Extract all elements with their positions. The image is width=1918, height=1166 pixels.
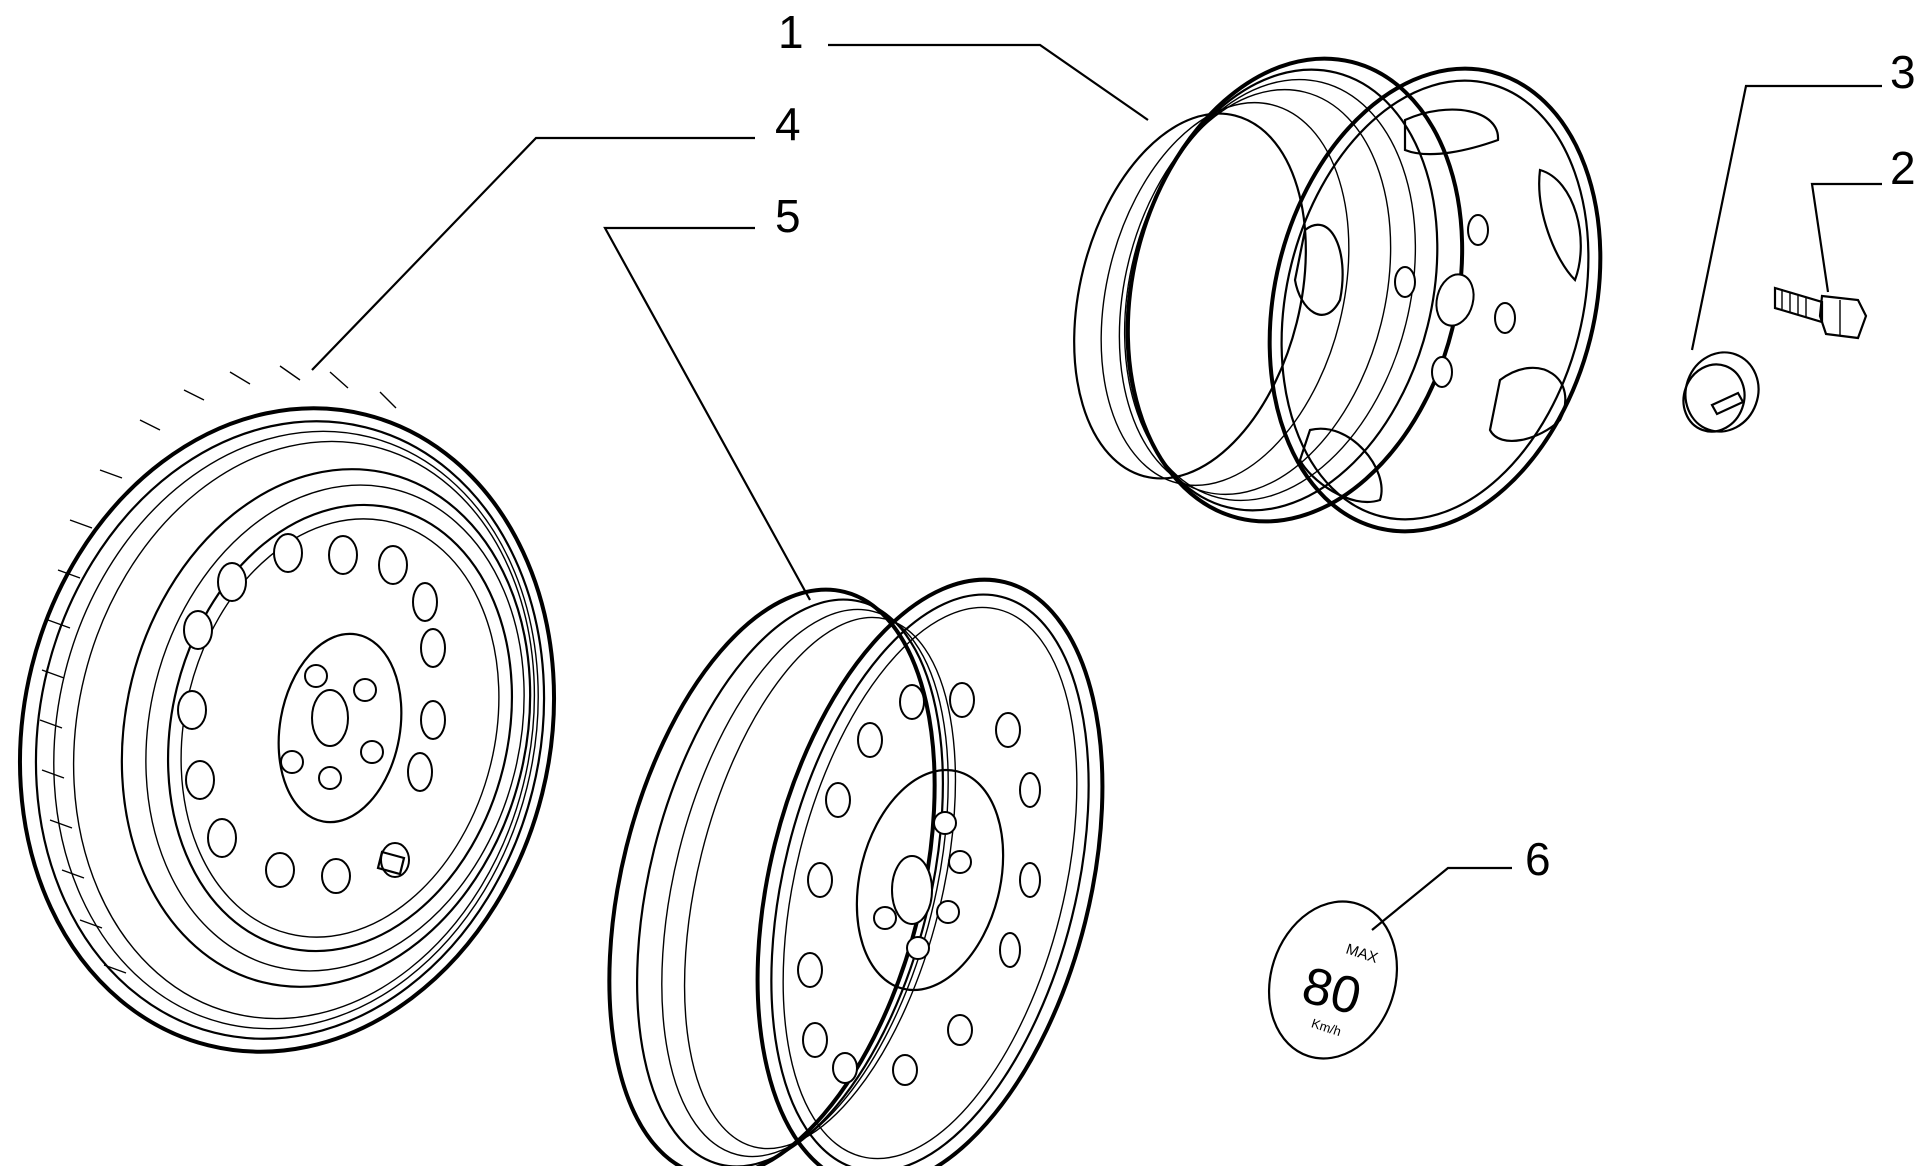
leader-lines bbox=[311, 43, 1882, 931]
wheel-with-tire bbox=[17, 365, 557, 1054]
rim-vent-holes bbox=[797, 682, 1041, 1086]
callout-4: 4 bbox=[775, 98, 801, 150]
leader-line-4 bbox=[311, 136, 755, 371]
wheel-bolt bbox=[1773, 286, 1868, 340]
speed-limit-badge: MAX 80 Km/h bbox=[1267, 900, 1399, 1060]
callout-5: 5 bbox=[775, 190, 801, 242]
leader-line-5 bbox=[603, 226, 811, 601]
steel-rim bbox=[607, 577, 1105, 1166]
leader-line-1 bbox=[828, 43, 1149, 121]
leader-line-3 bbox=[1690, 84, 1882, 351]
leader-line-6 bbox=[1371, 866, 1512, 931]
callout-numbers: 1 2 3 4 5 6 bbox=[775, 6, 1916, 885]
callout-2: 2 bbox=[1890, 142, 1916, 194]
center-cap bbox=[1682, 351, 1760, 433]
alloy-rim bbox=[1073, 56, 1603, 534]
badge-line-1: MAX bbox=[1344, 941, 1380, 967]
callout-3: 3 bbox=[1890, 46, 1916, 98]
wheel-vent-holes bbox=[177, 533, 446, 894]
leader-line-2 bbox=[1810, 182, 1882, 293]
callout-6: 6 bbox=[1525, 833, 1551, 885]
badge-line-2: 80 bbox=[1297, 956, 1367, 1026]
callout-1: 1 bbox=[778, 6, 804, 58]
